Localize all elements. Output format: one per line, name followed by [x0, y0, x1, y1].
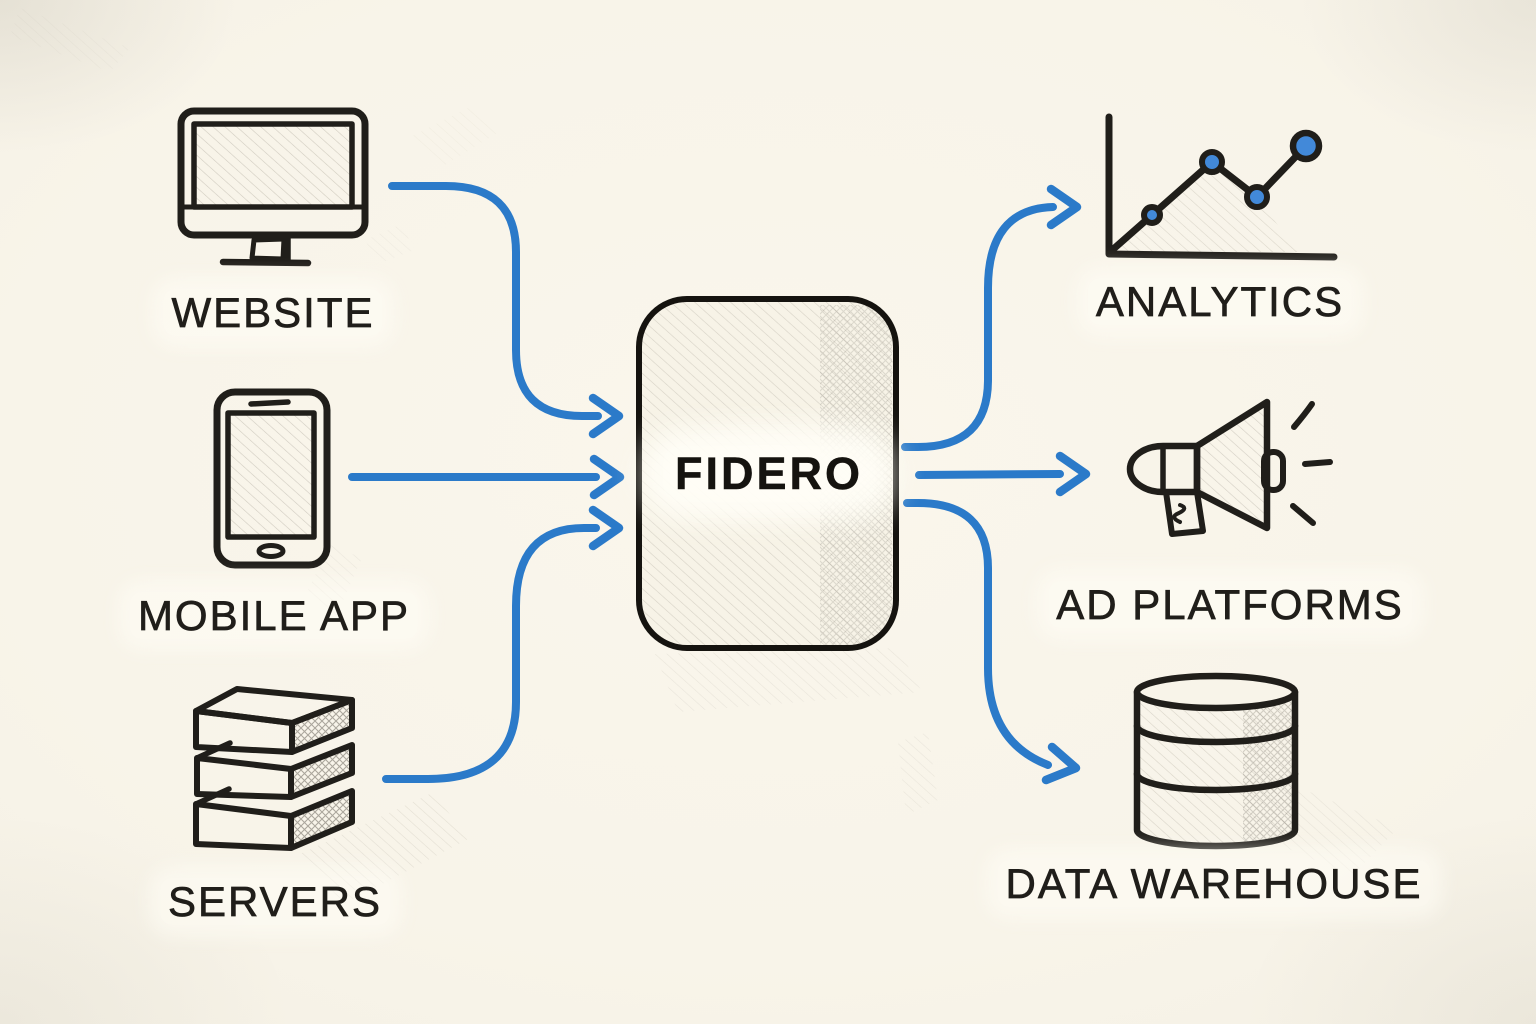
label-ad-platforms: AD PLATFORMS — [1048, 581, 1412, 628]
arrow-website-to-fidero — [388, 182, 624, 439]
database-icon — [1133, 672, 1299, 850]
arrow-servers-to-fidero — [382, 505, 624, 783]
label-data-warehouse: DATA WAREHOUSE — [997, 860, 1431, 907]
megaphone-icon — [1126, 398, 1333, 537]
desktop-monitor-icon — [177, 107, 369, 267]
arrow-fidero-to-ad-platforms — [915, 451, 1091, 497]
arrow-fidero-to-data-warehouse — [903, 499, 1081, 785]
arrow-fidero-to-analytics — [901, 184, 1082, 451]
label-website: WEBSITE — [163, 289, 383, 336]
label-servers: SERVERS — [160, 878, 390, 925]
fidero-label: FIDERO — [662, 446, 876, 502]
label-analytics: ANALYTICS — [1087, 278, 1353, 325]
server-stack-icon — [193, 686, 355, 851]
label-mobile-app: MOBILE APP — [129, 592, 419, 639]
arrow-mobile-app-to-fidero — [348, 454, 625, 500]
line-chart-icon — [1105, 113, 1338, 261]
pencil-smudges — [10, 8, 1398, 904]
smartphone-icon — [213, 388, 331, 569]
